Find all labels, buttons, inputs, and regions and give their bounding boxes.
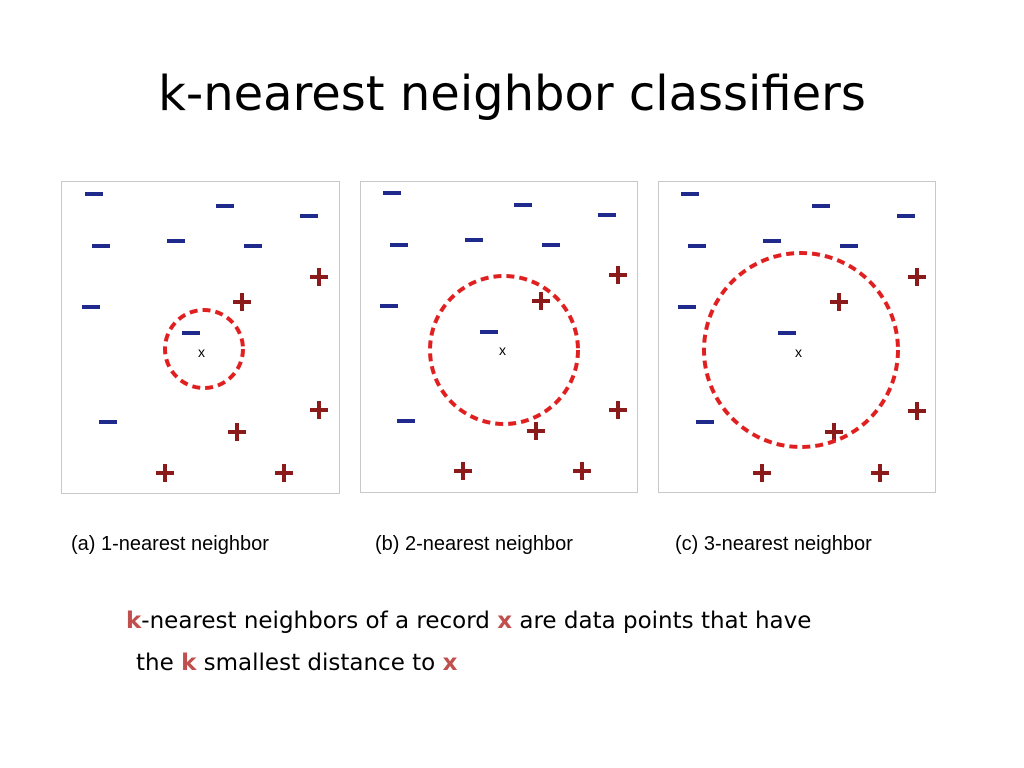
negative-point xyxy=(244,244,262,248)
definition-text-part: -nearest neighbors of a record xyxy=(141,608,498,634)
negative-point xyxy=(390,243,408,247)
negative-point xyxy=(216,204,234,208)
negative-point xyxy=(681,192,699,196)
positive-point xyxy=(532,292,550,310)
positive-point xyxy=(275,464,293,482)
positive-point xyxy=(310,268,328,286)
caption-2-nearest: (b) 2-nearest neighbor xyxy=(375,533,573,555)
definition-text: k-nearest neighbors of a record x are da… xyxy=(126,600,811,684)
negative-points xyxy=(380,191,616,423)
panel-2-nearest: x xyxy=(360,181,638,493)
definition-line-1: k-nearest neighbors of a record x are da… xyxy=(126,600,811,642)
negative-point xyxy=(897,214,915,218)
negative-point xyxy=(380,304,398,308)
negative-point xyxy=(514,203,532,207)
positive-point xyxy=(871,464,889,482)
positive-point xyxy=(233,293,251,311)
definition-text-part: the xyxy=(136,650,182,676)
query-point-label: x xyxy=(499,342,506,358)
positive-point xyxy=(609,401,627,419)
positive-point xyxy=(573,462,591,480)
positive-point xyxy=(228,423,246,441)
definition-text-part: smallest distance to xyxy=(196,650,443,676)
neighborhood-circle xyxy=(163,308,245,390)
negative-points xyxy=(82,192,318,424)
positive-points xyxy=(454,266,627,480)
positive-point xyxy=(454,462,472,480)
negative-point xyxy=(383,191,401,195)
negative-point xyxy=(465,238,483,242)
keyword-x: x xyxy=(497,608,513,634)
negative-point xyxy=(678,305,696,309)
neighborhood-circle xyxy=(702,251,900,449)
negative-point xyxy=(167,239,185,243)
definition-text-part: are data points that have xyxy=(512,608,812,634)
negative-point xyxy=(840,244,858,248)
positive-point xyxy=(825,423,843,441)
negative-points xyxy=(678,192,915,424)
positive-point xyxy=(609,266,627,284)
positive-point xyxy=(156,464,174,482)
keyword-x: x xyxy=(442,650,458,676)
negative-point xyxy=(397,419,415,423)
positive-point xyxy=(753,464,771,482)
negative-point xyxy=(778,331,796,335)
negative-point xyxy=(85,192,103,196)
keyword-k: k xyxy=(181,650,197,676)
positive-point xyxy=(908,402,926,420)
negative-point xyxy=(99,420,117,424)
negative-point xyxy=(82,305,100,309)
positive-points xyxy=(156,268,328,482)
panel-3-plot: x xyxy=(678,192,926,482)
positive-point xyxy=(830,293,848,311)
keyword-k: k xyxy=(126,608,142,634)
negative-point xyxy=(812,204,830,208)
definition-line-2: the k smallest distance to x xyxy=(126,642,811,684)
negative-point xyxy=(542,243,560,247)
positive-point xyxy=(908,268,926,286)
query-point-label: x xyxy=(198,344,205,360)
panel-3-nearest: x xyxy=(658,181,936,493)
positive-point xyxy=(527,422,545,440)
caption-1-nearest: (a) 1-nearest neighbor xyxy=(71,533,269,555)
negative-point xyxy=(696,420,714,424)
negative-point xyxy=(598,213,616,217)
positive-points xyxy=(753,268,926,482)
caption-3-nearest: (c) 3-nearest neighbor xyxy=(675,533,872,555)
neighborhood-circle xyxy=(428,274,580,426)
negative-point xyxy=(688,244,706,248)
query-point-label: x xyxy=(795,344,802,360)
negative-point xyxy=(480,330,498,334)
panel-2-plot: x xyxy=(380,191,627,480)
negative-point xyxy=(763,239,781,243)
negative-point xyxy=(182,331,200,335)
slide-title: k-nearest neighbor classifiers xyxy=(158,66,866,122)
negative-point xyxy=(92,244,110,248)
positive-point xyxy=(310,401,328,419)
panel-1-plot: x xyxy=(82,192,328,482)
negative-point xyxy=(300,214,318,218)
panel-1-nearest: x xyxy=(61,181,340,494)
